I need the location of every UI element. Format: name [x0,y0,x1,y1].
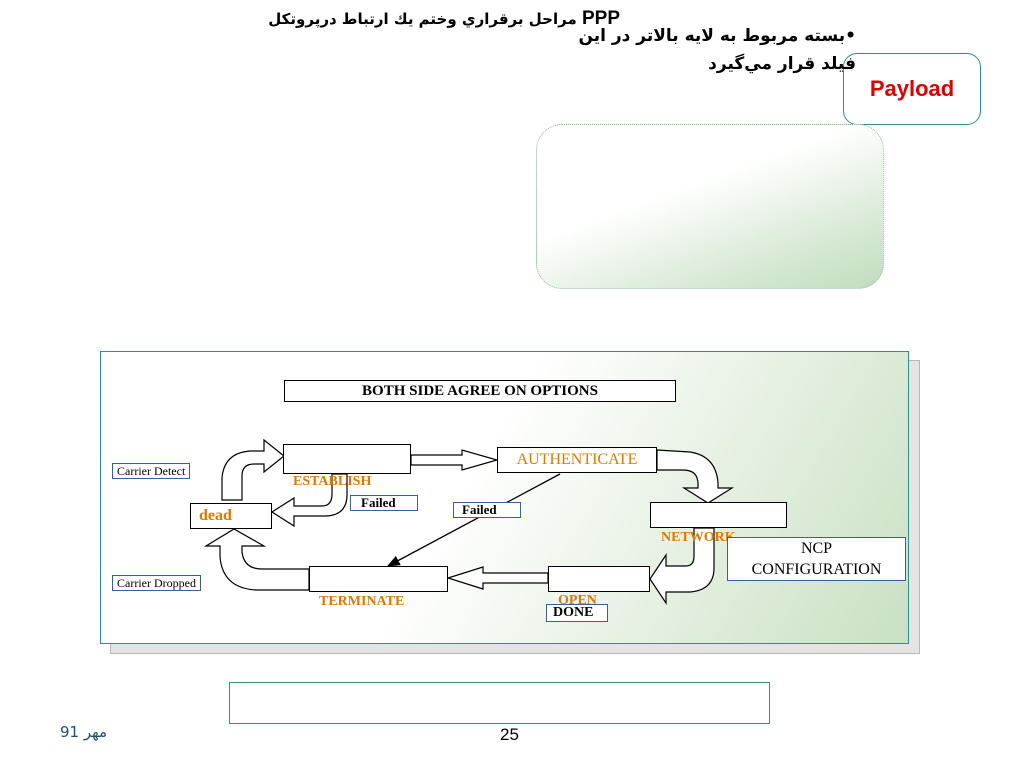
terminate-label: TERMINATE [319,594,405,609]
caption-box [229,682,770,724]
arrow-open-to-terminate [445,566,549,590]
ncp-configuration-label: NCP CONFIGURATION [727,537,906,581]
arrow-network-to-open [649,527,715,605]
terminate-box [309,566,448,592]
network-box [650,502,787,528]
description-box [536,124,884,289]
dead-box: dead [190,503,272,529]
slide-title: Payload [869,76,955,101]
caption-main: مراحل برقراري وختم يك ارتباط درپروتكل [268,10,577,28]
description-line-2: فيلد قرار مي‌گيرد [708,54,856,74]
description-line-1: •بسته مربوط به لايه بالاتر در اين [578,26,856,46]
failed-establish-label: Failed [350,495,418,511]
open-box [548,566,650,592]
establish-box [283,444,411,474]
arrow-authenticate-failed-to-terminate [386,473,561,567]
page-number: 25 [500,725,519,744]
authenticate-label: AUTHENTICATE [516,451,638,468]
establish-label: ESTABLISH [293,474,372,489]
caption-text: PPP مراحل برقراري وختم يك ارتباط درپروتك… [250,8,620,30]
authenticate-box: AUTHENTICATE [497,447,657,473]
ncp-line-1: NCP [800,540,833,557]
dead-label: dead [199,507,232,524]
header-label-box: BOTH SIDE AGREE ON OPTIONS [284,380,676,402]
title-box: Payload [843,53,981,125]
done-label: DONE [546,604,608,622]
network-label: NETWORK [661,530,736,545]
description-text: •بسته مربوط به لايه بالاتر در اين فيلد ق… [556,22,856,78]
arrow-establish-failed-to-dead [270,473,348,528]
arrow-dead-to-establish [221,438,285,501]
ncp-line-2: CONFIGURATION [751,561,882,578]
arrow-establish-to-authenticate [410,449,500,471]
arrow-terminate-to-dead [203,528,310,591]
arrow-authenticate-to-network [656,449,735,504]
footer-date: مهر 91 [60,723,108,741]
caption-ppp: PPP [581,8,620,29]
carrier-dropped-label: Carrier Dropped [112,575,201,591]
failed-authenticate-label: Failed [453,502,521,518]
carrier-detect-label: Carrier Detect [112,463,191,479]
header-label: BOTH SIDE AGREE ON OPTIONS [362,383,598,399]
